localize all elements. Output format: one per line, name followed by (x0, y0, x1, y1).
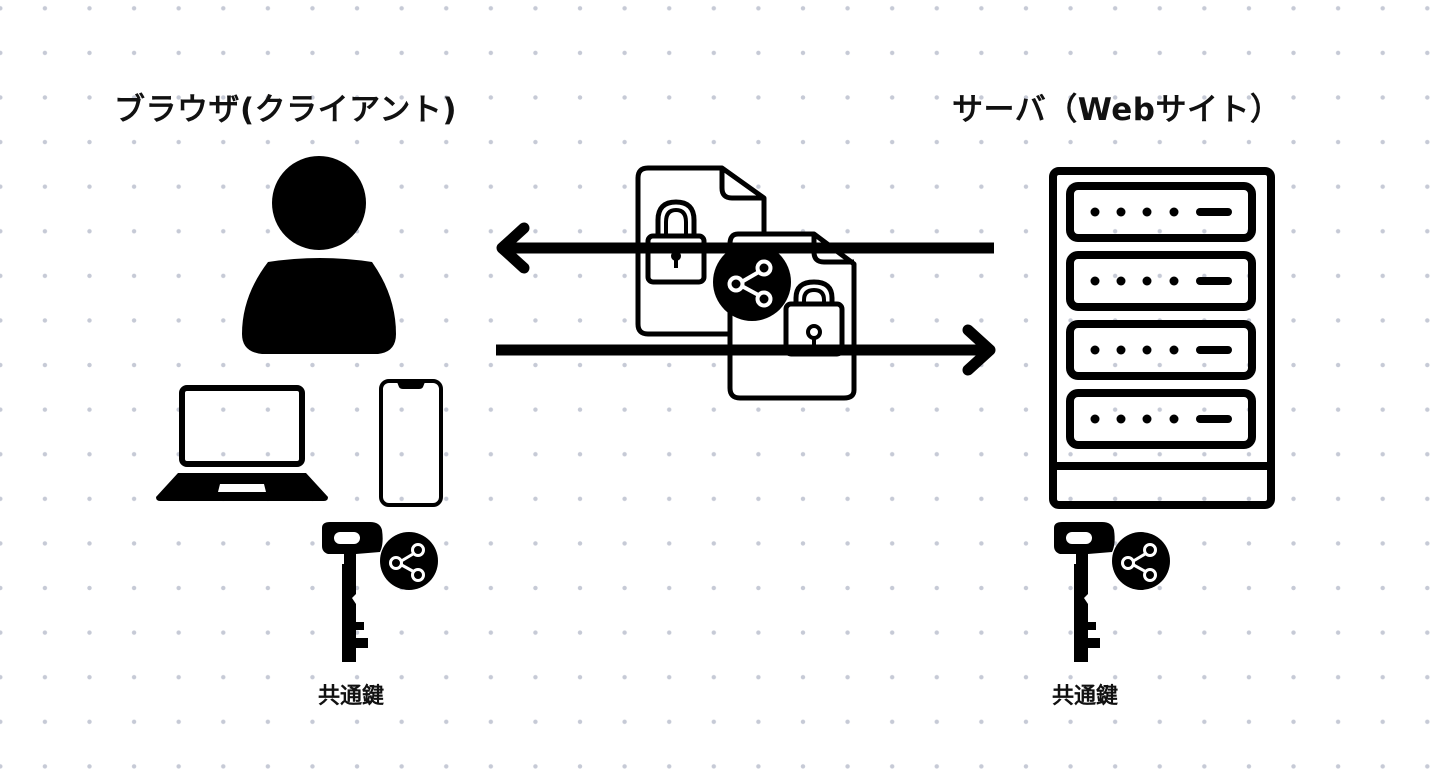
client-key-icon (322, 522, 383, 662)
server-key-icon (1054, 522, 1115, 662)
laptop-icon (156, 385, 328, 501)
server-share-icon (1112, 532, 1170, 590)
server-heading: サーバ（Webサイト） (952, 92, 1282, 128)
server-key-label: 共通鍵 (1052, 684, 1119, 709)
smartphone-icon (379, 379, 443, 507)
client-share-icon (380, 532, 438, 590)
server-rack-icon (1049, 167, 1275, 509)
client-key-label: 共通鍵 (318, 684, 385, 709)
user-icon (242, 156, 396, 354)
client-heading: ブラウザ(クライアント) (114, 92, 458, 128)
arrow-client-to-server (496, 324, 996, 376)
transfer-share-icon (713, 243, 791, 321)
